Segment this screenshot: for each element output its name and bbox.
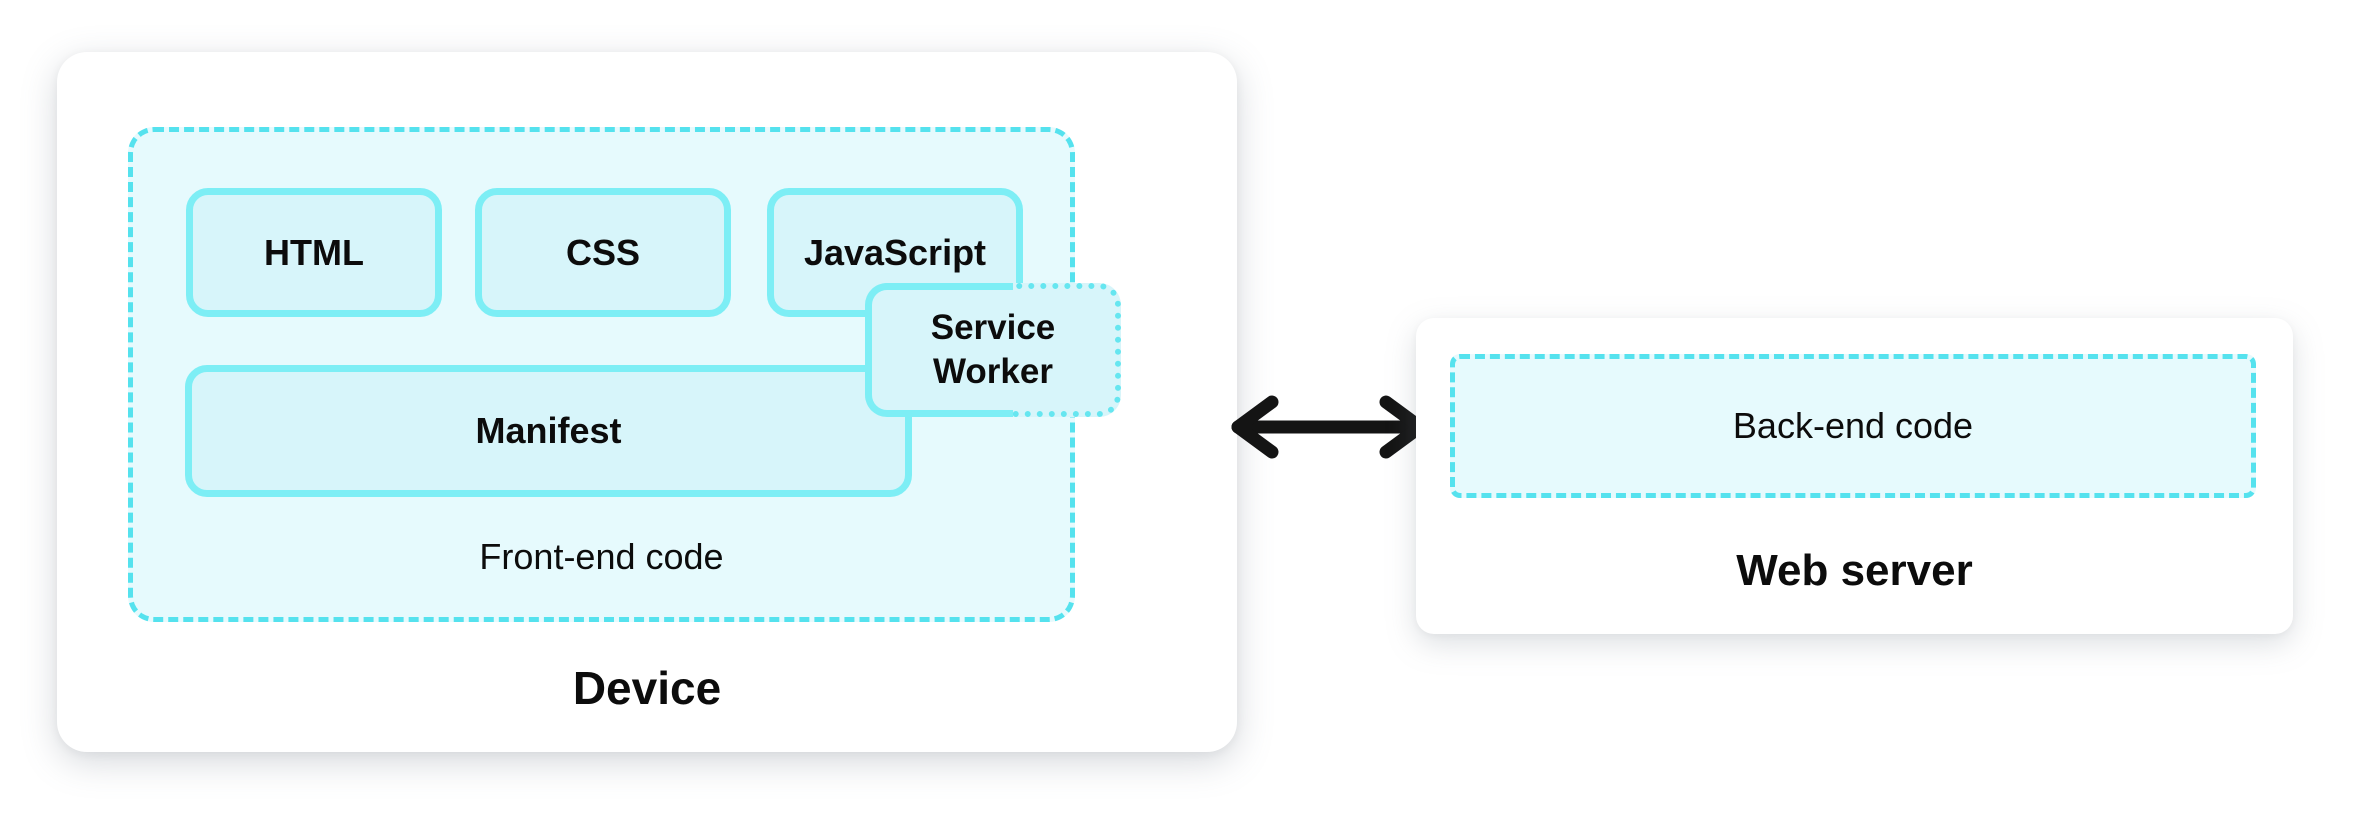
device-server-connection: [1222, 393, 1436, 461]
backend-code-label: Back-end code: [1732, 405, 1974, 446]
device-title: Device: [572, 662, 722, 714]
web-server-title: Web server: [1736, 546, 1973, 595]
frontend-code-label: Front-end code: [479, 536, 724, 577]
css-box-label: CSS: [565, 231, 641, 273]
javascript-box-label: JavaScript: [803, 231, 987, 273]
double-arrow-icon: [1231, 395, 1427, 459]
web-server-card: Back-end code Web server: [1416, 318, 2293, 634]
manifest-box: Manifest: [185, 365, 912, 497]
html-box: HTML: [186, 188, 442, 317]
manifest-box-label: Manifest: [475, 410, 622, 451]
html-box-label: HTML: [264, 231, 364, 273]
backend-code-box: Back-end code: [1450, 354, 2256, 498]
service-worker-box: Service Worker: [865, 283, 1121, 417]
css-box: CSS: [475, 188, 731, 317]
device-card: HTML CSS JavaScript Manifest Front-end c…: [57, 52, 1237, 752]
service-worker-label: Service Worker: [930, 308, 1056, 391]
service-worker-solid-border: [865, 283, 1013, 417]
